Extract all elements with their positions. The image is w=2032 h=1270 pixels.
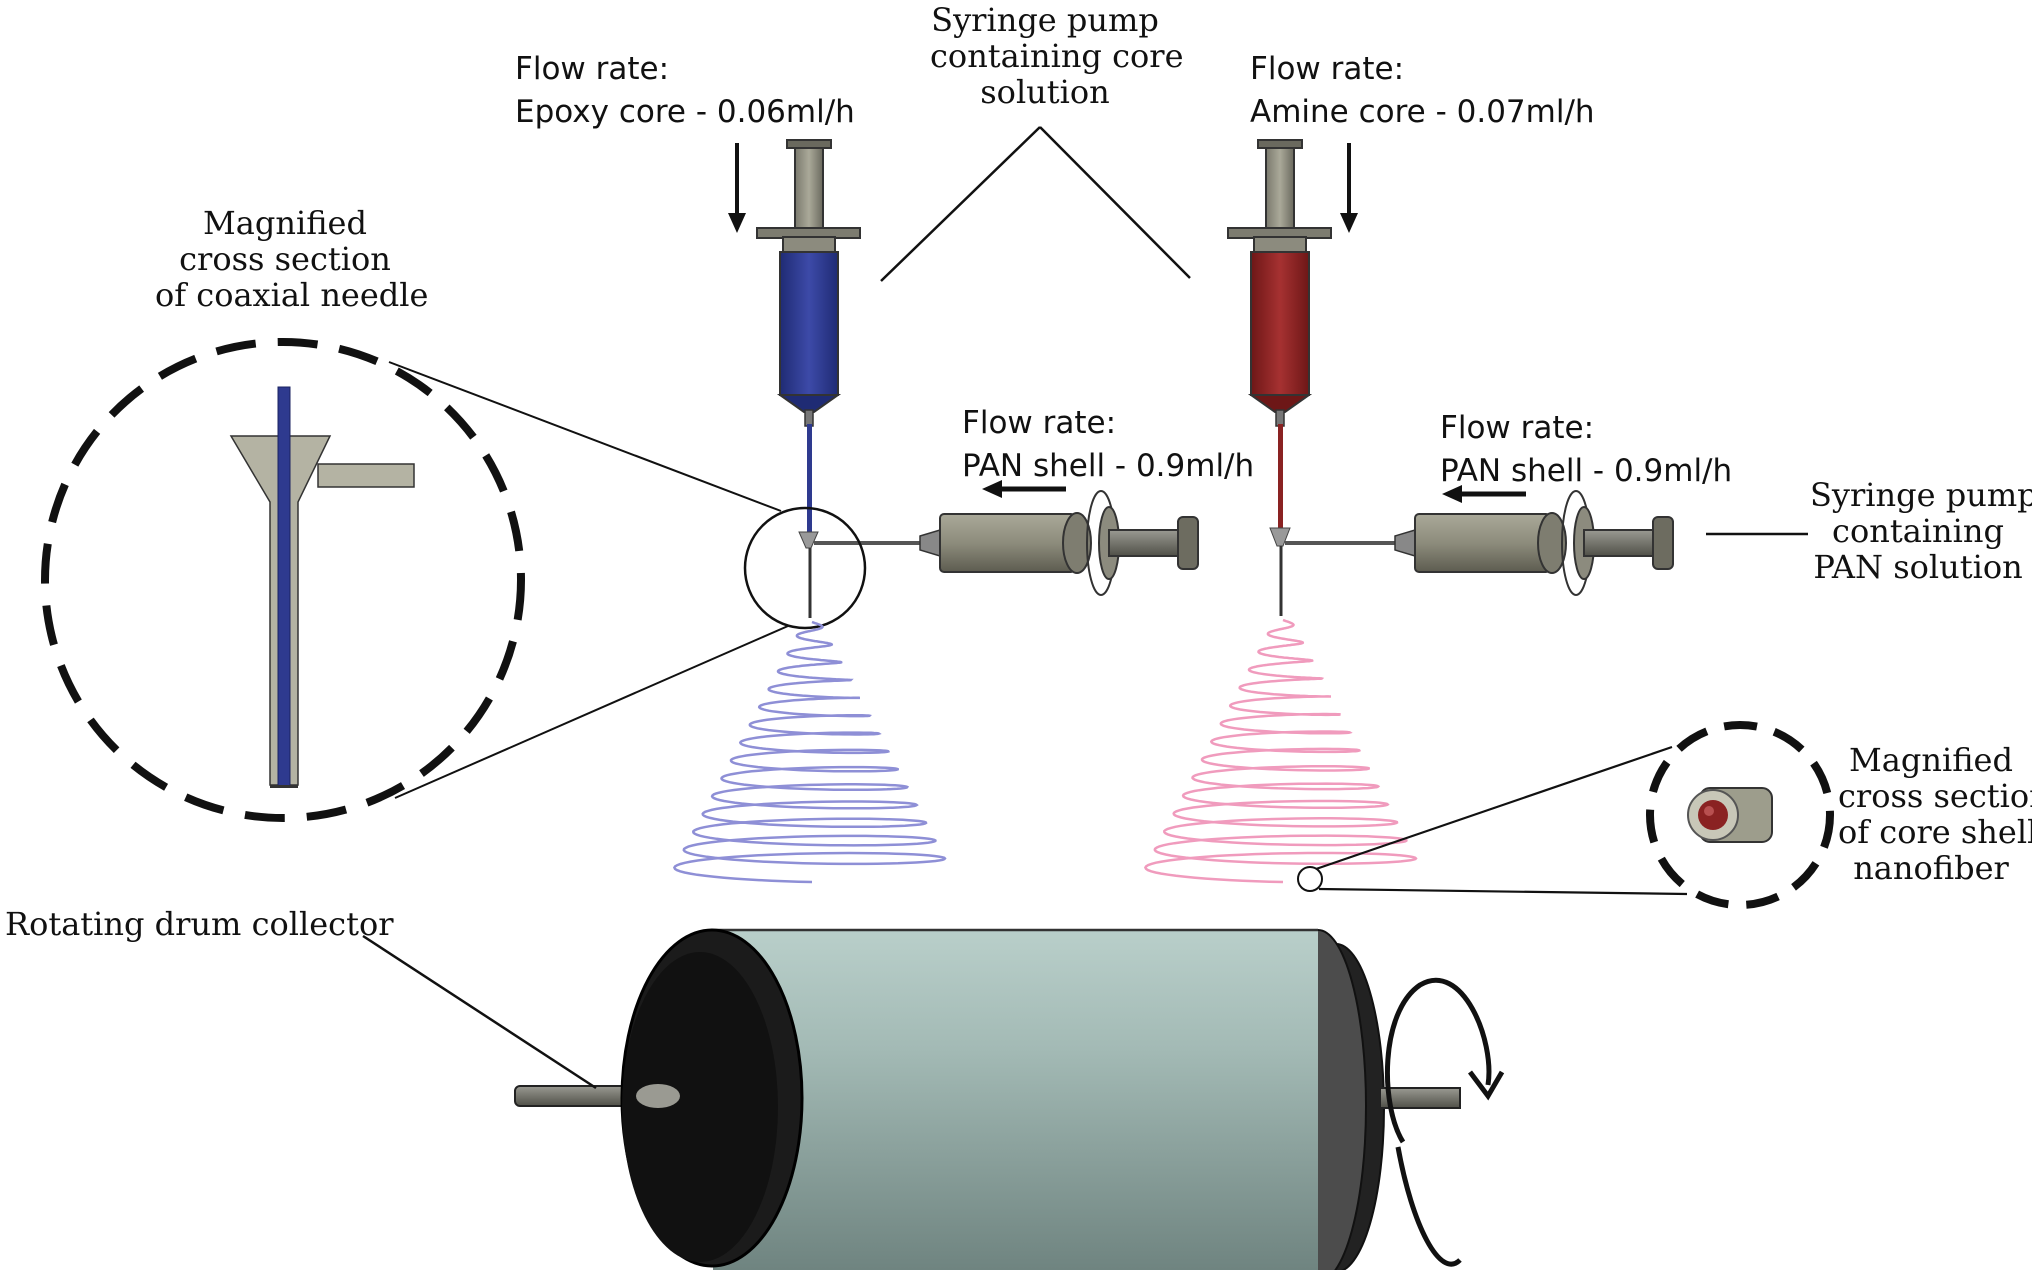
pan-pump-line-3: PAN solution bbox=[1813, 548, 2023, 586]
amine-core-syringe bbox=[1227, 139, 1332, 616]
fiber-magnified-line-1: Magnified bbox=[1849, 741, 2013, 779]
pan-flow-left-line-2: PAN shell - 0.9ml/h bbox=[962, 448, 1255, 484]
fiber-magnified-label: Magnified cross section of core shell na… bbox=[1838, 741, 2032, 887]
needle-magnified-line-1: Magnified bbox=[203, 204, 367, 242]
pan-shell-syringe-left bbox=[814, 490, 1199, 596]
needle-highlight-circle bbox=[743, 506, 867, 630]
epoxy-core-syringe bbox=[756, 139, 861, 618]
pan-pump-line-2: containing bbox=[1832, 512, 2004, 550]
pan-flow-left-line-1: Flow rate: bbox=[962, 405, 1117, 441]
pan-pump-line-1: Syringe pump bbox=[1810, 476, 2032, 514]
pan-flow-right-line-2: PAN shell - 0.9ml/h bbox=[1440, 453, 1733, 489]
pan-pump-label: Syringe pump containing PAN solution bbox=[1810, 476, 2032, 586]
needle-magnified-label: Magnified cross section of coaxial needl… bbox=[155, 204, 429, 314]
rotation-arrow bbox=[1384, 977, 1505, 1267]
amine-flow-line-1: Flow rate: bbox=[1250, 51, 1405, 87]
fiber-magnified-line-4: nanofiber bbox=[1853, 849, 2009, 887]
epoxy-flow-line-2: Epoxy core - 0.06ml/h bbox=[515, 94, 855, 130]
needle-magnify-leaders bbox=[388, 361, 789, 799]
epoxy-flow-label: Flow rate: Epoxy core - 0.06ml/h bbox=[515, 48, 855, 134]
top-center-leader-lines bbox=[880, 126, 1191, 282]
pan-flow-right-line-1: Flow rate: bbox=[1440, 410, 1595, 446]
drum-label: Rotating drum collector bbox=[5, 905, 394, 943]
flow-down-arrow-left bbox=[728, 143, 746, 233]
epoxy-jet-spiral bbox=[672, 620, 947, 884]
pan-shell-syringe-right bbox=[1285, 490, 1674, 596]
flow-down-arrow-right bbox=[1340, 143, 1358, 233]
pan-flow-left-label: Flow rate: PAN shell - 0.9ml/h bbox=[962, 402, 1254, 488]
top-center-label: Syringe pump containing core solution bbox=[930, 1, 1184, 111]
coaxial-needle-magnified bbox=[41, 338, 525, 822]
fiber-magnified-line-2: cross section bbox=[1838, 777, 2032, 815]
amine-jet-spiral bbox=[1143, 618, 1418, 884]
fiber-magnified-line-3: of core shell bbox=[1838, 813, 2032, 851]
top-center-line-1: Syringe pump bbox=[931, 1, 1159, 39]
amine-flow-line-2: Amine core - 0.07ml/h bbox=[1250, 94, 1595, 130]
needle-magnified-line-2: cross section bbox=[179, 240, 391, 278]
epoxy-flow-line-1: Flow rate: bbox=[515, 51, 670, 87]
top-center-line-2: containing core bbox=[930, 37, 1184, 75]
top-center-line-3: solution bbox=[980, 73, 1110, 111]
amine-flow-label: Flow rate: Amine core - 0.07ml/h bbox=[1250, 48, 1595, 134]
nanofiber-magnifier bbox=[1297, 721, 1834, 909]
flow-left-arrow-right bbox=[1442, 485, 1526, 503]
flow-left-arrow-left bbox=[982, 480, 1066, 498]
rotating-drum-collector bbox=[514, 928, 1461, 1270]
needle-magnified-line-3: of coaxial needle bbox=[155, 276, 429, 314]
pan-flow-right-label: Flow rate: PAN shell - 0.9ml/h bbox=[1440, 407, 1732, 493]
drum-leader-line bbox=[362, 934, 597, 1090]
